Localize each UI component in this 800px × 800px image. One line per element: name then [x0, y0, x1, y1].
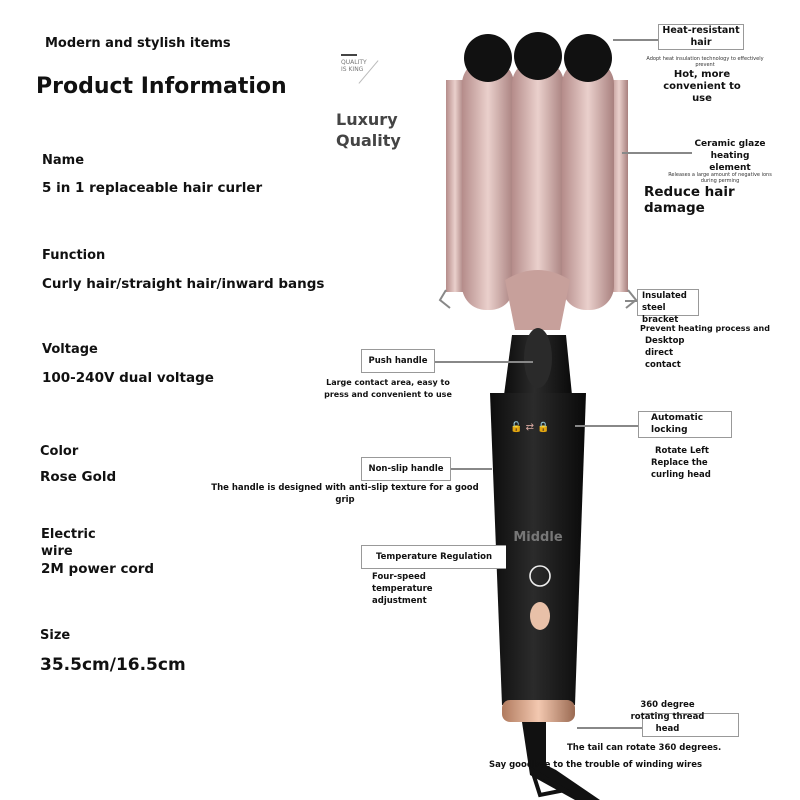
temp-button [530, 602, 550, 630]
callout-line [622, 152, 692, 154]
callout-line [613, 39, 658, 41]
stand-loop [528, 765, 571, 798]
rotating-desc-2: Say goodbye to the trouble of winding wi… [489, 760, 703, 770]
spec-color-label: Color [40, 444, 79, 459]
bracket-right [625, 289, 638, 309]
barrel-joint [505, 270, 570, 330]
page-title: Product Information [36, 74, 287, 99]
side-plate-right [610, 80, 628, 292]
bracket-desc: Desktop direct contact [645, 336, 685, 370]
callout-line [577, 727, 642, 729]
spec-wire-value: 2M power cord [41, 561, 155, 577]
luxury-headline-1: Luxury [336, 110, 398, 129]
ceramic-fine: Releases a large amount of negative ions… [668, 172, 772, 184]
spec-voltage-value: 100-240V dual voltage [42, 370, 214, 386]
tail-cord [522, 722, 600, 800]
spec-color-value: Rose Gold [40, 469, 117, 485]
callout-ceramic: Ceramic glaze heating element [694, 139, 766, 173]
barrel-right [562, 60, 614, 310]
spec-voltage-label: Voltage [42, 342, 98, 357]
bracket-fine: Prevent heating process and [640, 324, 770, 333]
tagline: Modern and stylish items [45, 36, 231, 51]
spec-size-label: Size [40, 628, 71, 643]
spec-size-value: 35.5cm/16.5cm [40, 655, 186, 675]
nonslip-desc: The handle is designed with anti-slip te… [211, 483, 479, 505]
callout-locking: Automatic locking [638, 411, 732, 438]
spec-wire-label: Electric wire [41, 527, 96, 559]
tip-right [564, 34, 612, 82]
spec-name-label: Name [42, 153, 85, 168]
luxury-headline-2: Quality [336, 131, 401, 150]
spec-name-value: 5 in 1 replaceable hair curler [42, 180, 263, 196]
display-text: Middle [513, 530, 562, 545]
callout-line [433, 361, 533, 363]
spec-function-value: Curly hair/straight hair/inward bangs [42, 276, 325, 292]
callout-temperature: Temperature Regulation [361, 545, 506, 569]
locking-desc-1: Rotate Left [655, 446, 709, 456]
quality-logo: QUALITY IS KING [341, 59, 367, 73]
tip-left [464, 34, 512, 82]
barrel-left [462, 60, 514, 310]
tip-middle [514, 32, 562, 80]
svg-text:🔓 ⇄ 🔒: 🔓 ⇄ 🔒 [510, 420, 550, 433]
temperature-desc: Four-speed temperature adjustment [372, 572, 433, 606]
handle-body [490, 393, 586, 705]
logo-bar [341, 54, 357, 56]
power-button [529, 565, 551, 587]
callout-rotating: 360 degree rotating thread head [630, 700, 705, 734]
side-plate-left [446, 80, 464, 292]
callout-line [450, 468, 492, 470]
rotating-desc-1: The tail can rotate 360 degrees. [567, 743, 722, 753]
callout-bracket: Insulated steel bracket [637, 289, 699, 325]
callout-line [625, 300, 637, 302]
callout-nonslip: Non-slip handle [361, 457, 451, 481]
spec-function-label: Function [42, 248, 106, 263]
push-handle [524, 328, 552, 388]
barrel-middle [512, 60, 564, 320]
callout-push-handle: Push handle [361, 349, 435, 373]
locking-desc-2: Replace the curling head [651, 458, 711, 480]
heat-resistant-desc: Hot, more convenient to use [663, 69, 741, 104]
callout-heat-resistant: Heat-resistant hair [658, 24, 744, 50]
push-desc: Large contact area, easy to press and co… [324, 378, 452, 399]
bracket-left [438, 289, 451, 309]
rotating-ring [502, 700, 575, 722]
callout-rotating-box [642, 713, 739, 737]
callout-line [575, 425, 638, 427]
ceramic-desc: Reduce hair damage [644, 184, 735, 216]
heat-resistant-fine: Adopt heat insulation technology to effe… [646, 56, 764, 68]
